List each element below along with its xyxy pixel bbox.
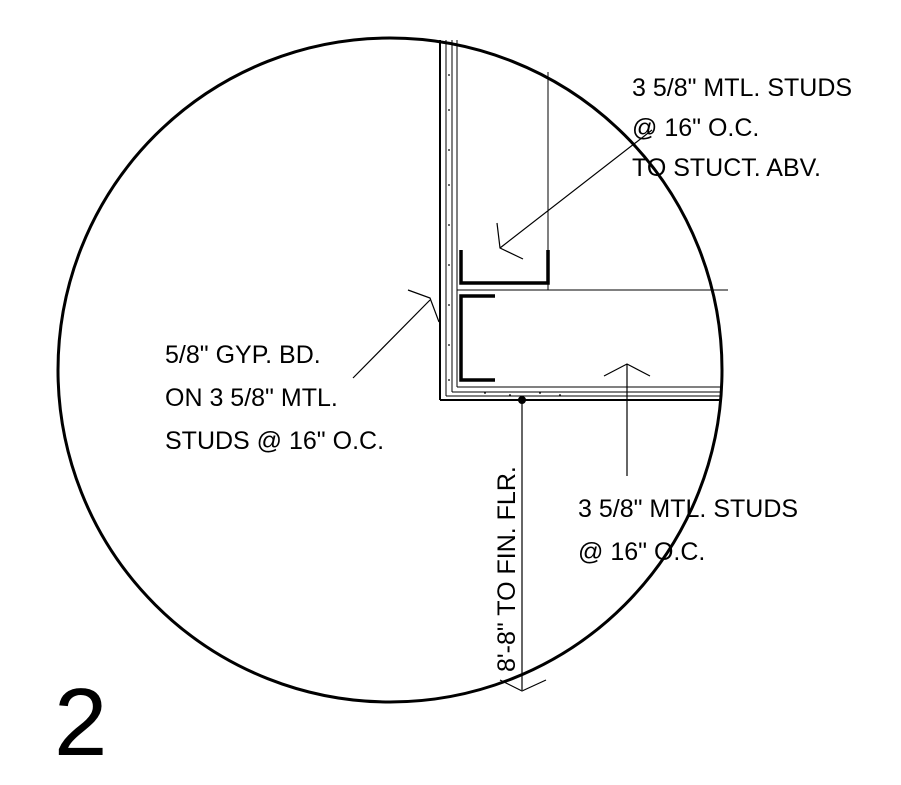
gyp-board-line2: ON 3 5/8" MTL. (165, 384, 338, 412)
gyp-board-line1: 5/8" GYP. BD. (165, 341, 321, 369)
horizontal-soffit (440, 386, 722, 401)
dimension-line (499, 400, 547, 692)
upper-studs-line2: @ 16" O.C. (632, 114, 759, 142)
gyp-board-hatch (448, 74, 450, 381)
detail-circle (56, 36, 724, 704)
gyp-board-line3: STUDS @ 16" O.C. (165, 427, 384, 455)
upper-stud (459, 250, 550, 285)
vertical-wall (439, 40, 458, 400)
height-dimension-label: 8'-8" TO FIN. FLR. (493, 466, 521, 672)
soffit-hatch (484, 392, 561, 396)
leader-lower-studs (603, 363, 651, 476)
detail-number: 2 (54, 669, 107, 776)
upper-studs-line3: TO STUCT. ABV. (632, 154, 821, 182)
gyp-board-note: 5/8" GYP. BD. ON 3 5/8" MTL. STUDS @ 16"… (165, 341, 384, 455)
lower-studs-line1: 3 5/8" MTL. STUDS (578, 495, 798, 523)
lower-studs-note: 3 5/8" MTL. STUDS @ 16" O.C. (578, 495, 805, 566)
leader-gyp-board (352, 289, 440, 379)
lower-studs-line2: @ 16" O.C. (578, 538, 705, 566)
upper-studs-note: 3 5/8" MTL. STUDS @ 16" O.C. TO STUCT. A… (632, 74, 859, 182)
lower-stud (459, 294, 495, 382)
upper-studs-line1: 3 5/8" MTL. STUDS (632, 74, 852, 102)
dimension-point (518, 396, 526, 404)
leader-upper-studs (496, 129, 653, 260)
